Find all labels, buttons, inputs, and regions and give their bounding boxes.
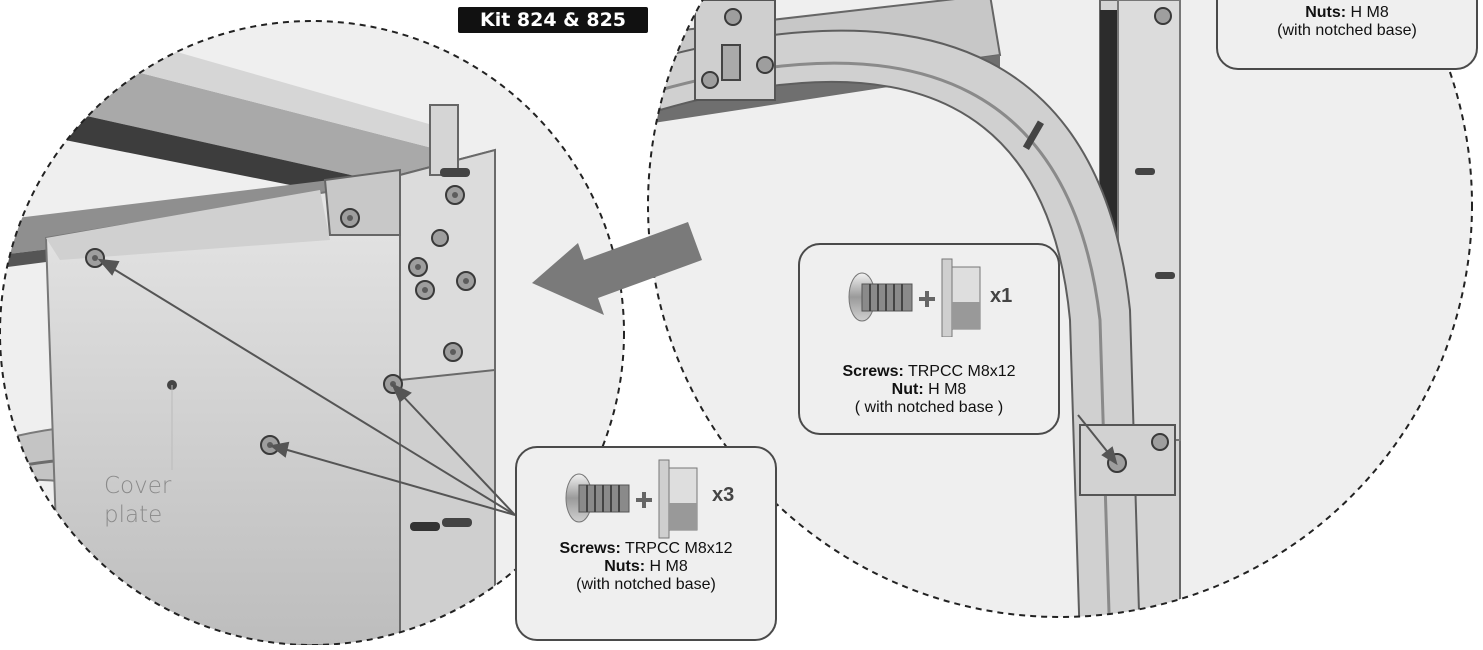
cover-plate-label: Cover plate bbox=[104, 472, 194, 530]
nuts-label: Nuts: bbox=[1305, 4, 1347, 21]
hardware-callout-left: x3 Screws: TRPCC M8x12 Nuts: H M8 (with … bbox=[515, 446, 777, 641]
nuts-label: Nut: bbox=[891, 381, 924, 398]
nuts-value: H M8 bbox=[928, 381, 967, 398]
quantity-label: x1 bbox=[990, 285, 1013, 307]
screws-label: Screws: bbox=[842, 363, 904, 380]
nuts-label: Nuts: bbox=[604, 558, 646, 575]
hardware-callout-top-right: Nuts: H M8 (with notched base) bbox=[1216, 0, 1478, 70]
hardware-icons bbox=[848, 258, 981, 337]
screw-icon bbox=[565, 473, 630, 523]
hardware-icons bbox=[565, 459, 698, 539]
nut-icon bbox=[658, 459, 698, 539]
left-detail-view bbox=[0, 21, 624, 645]
nuts-value: H M8 bbox=[1350, 4, 1389, 21]
direction-arrow-icon bbox=[532, 222, 702, 315]
quantity-label: x3 bbox=[712, 484, 735, 506]
screws-label: Screws: bbox=[559, 540, 621, 557]
kit-badge: Kit 824 & 825 bbox=[458, 7, 648, 33]
screws-value: TRPCC M8x12 bbox=[907, 363, 1016, 380]
screws-value: TRPCC M8x12 bbox=[624, 540, 733, 557]
plus-icon bbox=[919, 291, 935, 307]
notched-base-note: (with notched base) bbox=[1277, 22, 1417, 39]
nuts-value: H M8 bbox=[649, 558, 688, 575]
plus-icon bbox=[636, 492, 652, 508]
notched-base-note: (with notched base) bbox=[576, 576, 716, 593]
hardware-callout-mid: x1 Screws: TRPCC M8x12 Nut: H M8 ( with … bbox=[798, 243, 1060, 435]
cover-plate-label-line2: plate bbox=[104, 502, 163, 528]
nut-icon bbox=[941, 258, 981, 337]
cover-plate-label-line1: Cover bbox=[104, 473, 172, 499]
notched-base-note: ( with notched base ) bbox=[854, 399, 1004, 416]
pointer-lines bbox=[97, 258, 1118, 516]
screw-icon bbox=[848, 272, 913, 322]
